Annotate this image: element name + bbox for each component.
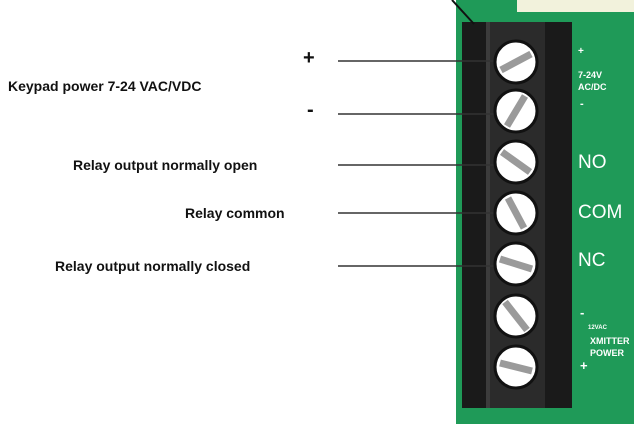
screw-5 bbox=[493, 241, 539, 287]
board-nc-label: NC bbox=[578, 250, 606, 271]
board-power-line1: 7-24V bbox=[578, 70, 603, 80]
screw-4 bbox=[493, 190, 539, 236]
plus-label: + bbox=[303, 47, 315, 69]
screw-1 bbox=[493, 39, 539, 85]
minus-label: - bbox=[307, 99, 314, 121]
relay-common-label: Relay common bbox=[185, 205, 285, 221]
board-com-label: COM bbox=[578, 202, 623, 223]
terminal-block-right-rail bbox=[545, 22, 572, 408]
keypad-power-label: Keypad power 7-24 VAC/VDC bbox=[8, 78, 202, 94]
screw-2 bbox=[493, 88, 539, 134]
screw-3 bbox=[493, 139, 539, 185]
board-power-minus: - bbox=[580, 98, 584, 110]
board-top-plus: + bbox=[578, 46, 584, 57]
relay-nc-label: Relay output normally closed bbox=[55, 258, 251, 274]
screw-6 bbox=[493, 293, 539, 339]
board-power-line2: AC/DC bbox=[578, 82, 607, 92]
terminal-block-left-rail bbox=[462, 22, 486, 408]
board-xmit-line1: XMITTER bbox=[590, 336, 630, 346]
board-no-label: NO bbox=[578, 152, 607, 173]
top-pointer-line bbox=[451, 0, 475, 25]
board-xmit-minus: - bbox=[580, 305, 585, 320]
board-xmit-voltage: 12VAC bbox=[588, 325, 607, 331]
relay-no-label: Relay output normally open bbox=[73, 157, 258, 173]
terminal-block-edge bbox=[486, 22, 490, 408]
board-top-connector bbox=[517, 0, 634, 12]
board-xmit-plus: + bbox=[580, 358, 588, 373]
screw-7 bbox=[493, 344, 539, 390]
board-xmit-line2: POWER bbox=[590, 348, 625, 358]
